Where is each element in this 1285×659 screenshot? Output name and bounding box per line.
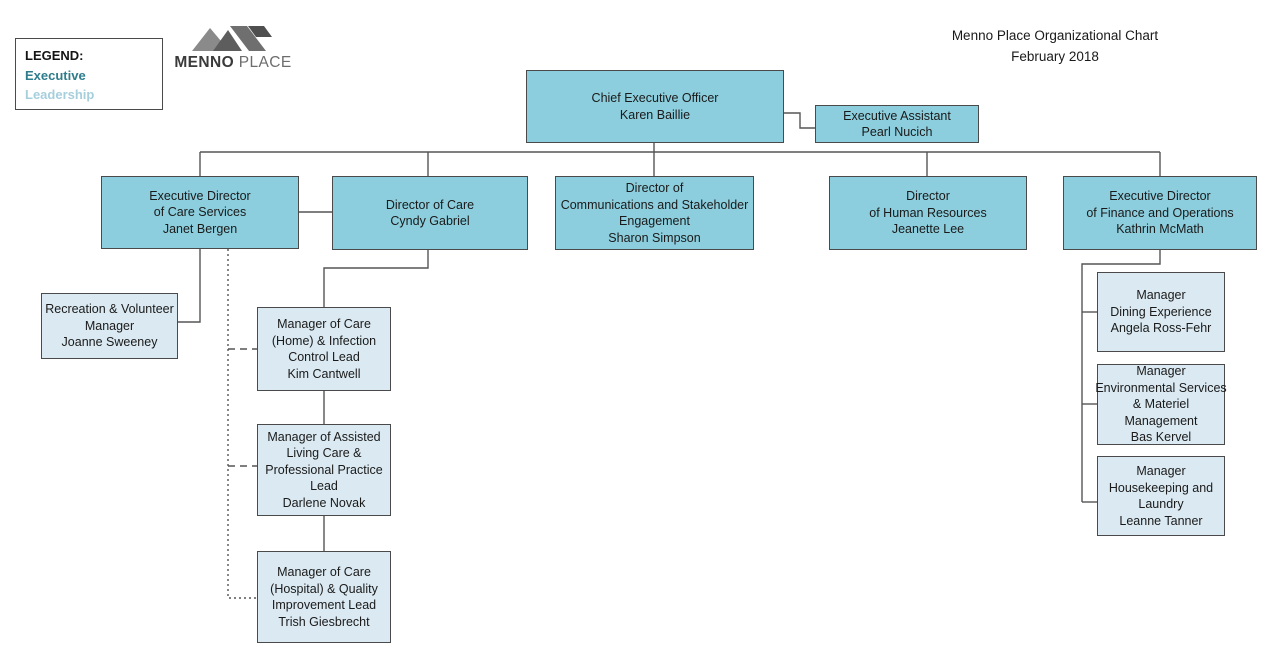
node-text-line: Pearl Nucich xyxy=(861,125,933,139)
node-text-line: Lead xyxy=(310,479,338,494)
node-text-line: Bas Kervel xyxy=(1130,430,1192,445)
edge-dircare-to-mgrhome xyxy=(323,250,429,307)
node-text-line: Laundry xyxy=(1138,497,1184,511)
page-title-line2: February 2018 xyxy=(1011,48,1099,64)
node-text-line: Manager of Assisted xyxy=(267,429,381,444)
node-director-communications-lines: Director of Communications and Stakeholde… xyxy=(557,178,753,248)
node-text-line: Dining Experience xyxy=(1110,304,1212,319)
menno-place-roof-logo-icon xyxy=(192,26,272,51)
node-text-line: Manager xyxy=(1136,364,1186,379)
node-text-line: Engagement xyxy=(619,214,690,228)
node-text-line: Manager xyxy=(1136,288,1186,303)
node-text-line: Jeanette Lee xyxy=(891,222,965,237)
node-text-line: Trish Giesbrecht xyxy=(278,614,370,629)
brand-name-light: PLACE xyxy=(238,54,292,71)
node-text-line: Environmental Services xyxy=(1095,380,1227,395)
brand-name-bold: MENNO xyxy=(174,54,235,71)
node-text-line: Executive Director xyxy=(149,188,251,203)
legend-heading: LEGEND: xyxy=(25,48,84,63)
node-text-line: of Human Resources xyxy=(869,205,987,220)
page-title-line1: Menno Place Organizational Chart xyxy=(951,28,1159,43)
node-text-line: Control Lead xyxy=(288,350,360,364)
page-title: Menno Place Organizational Chart Februar… xyxy=(845,26,1265,68)
node-text-line: Director xyxy=(906,189,950,204)
node-text-line: Manager xyxy=(1136,464,1186,478)
node-text-line: Management xyxy=(1124,413,1198,428)
node-text-line: Kim Cantwell xyxy=(287,366,361,381)
node-text-line: Sharon Simpson xyxy=(608,230,701,245)
node-text-line: & Materiel xyxy=(1132,397,1190,412)
legend-box: LEGEND: Executive Leadership xyxy=(15,38,163,110)
node-text-line: Manager of Care xyxy=(277,317,371,331)
edge-edcare-to-recvol xyxy=(178,249,201,323)
node-text-line: Kathrin McMath xyxy=(1116,222,1204,237)
node-text-line: Chief Executive Officer xyxy=(591,91,719,105)
node-text-line: Joanne Sweeney xyxy=(61,335,158,350)
node-text-line: Director of Care xyxy=(385,197,475,212)
node-text-line: Executive Assistant xyxy=(843,108,951,123)
node-text-line: Professional Practice xyxy=(265,462,383,477)
node-director-communications[interactable]: Director of Communications and Stakeholde… xyxy=(555,176,754,250)
legend-item-executive: Executive xyxy=(25,67,86,83)
node-text-line: Communications and Stakeholder xyxy=(560,197,749,212)
node-text-line: Leanne Tanner xyxy=(1119,513,1203,528)
node-text-line: Manager of Care xyxy=(277,565,371,579)
node-text-line: Manager xyxy=(84,318,135,333)
node-text-line: Angela Ross-Fehr xyxy=(1110,321,1212,336)
edge-ceo-to-ea xyxy=(783,112,816,129)
node-text-line: Living Care & xyxy=(286,446,362,461)
node-text-line: (Home) & Infection xyxy=(271,333,377,348)
brand-wordmark: MENNO PLACE xyxy=(168,54,298,72)
node-text-line: Recreation & Volunteer xyxy=(45,302,174,317)
brand-logo: MENNO PLACE xyxy=(168,24,298,80)
node-text-line: Improvement Lead xyxy=(271,598,377,612)
node-text-line: of Care Services xyxy=(153,205,247,220)
node-text-line: Director of xyxy=(625,181,684,195)
node-text-line: of Finance and Operations xyxy=(1086,205,1234,220)
edge-edcare-dotted-trunk xyxy=(227,249,257,599)
legend-item-leadership: Leadership xyxy=(25,87,95,102)
node-text-line: Cyndy Gabriel xyxy=(390,214,470,228)
node-text-line: Housekeeping and xyxy=(1108,480,1214,495)
node-text-line: Janet Bergen xyxy=(162,221,238,236)
node-text-line: (Hospital) & Quality xyxy=(270,581,378,596)
node-text-line: Karen Baillie xyxy=(619,107,691,122)
node-text-line: Darlene Novak xyxy=(282,495,366,510)
node-text-line: Executive Director xyxy=(1109,189,1211,204)
